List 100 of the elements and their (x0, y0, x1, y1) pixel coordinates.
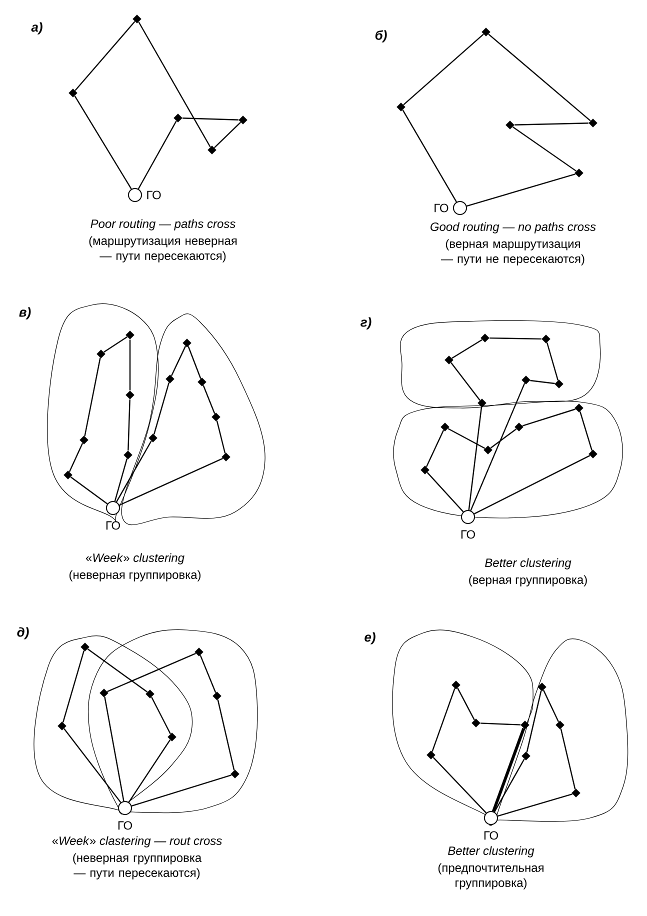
stop-diamond (126, 330, 134, 340)
route-line (132, 774, 232, 806)
route-line (470, 383, 526, 511)
route-line (580, 411, 592, 451)
stop-diamond (452, 680, 460, 690)
panel-letter: е) (364, 632, 376, 644)
stop-diamond (542, 334, 550, 344)
stop-diamond (148, 434, 158, 442)
stop-diamond (212, 692, 222, 700)
route-line (498, 793, 573, 817)
route-line (426, 472, 464, 512)
stop-diamond (126, 390, 134, 400)
route-line (74, 96, 132, 190)
stop-diamond (208, 146, 216, 154)
caption-text: Poor routing — paths cross (90, 219, 236, 230)
route-line (170, 346, 186, 376)
depot-label: ГО (147, 190, 161, 200)
stop-diamond (480, 334, 490, 342)
route-line (84, 358, 101, 436)
stop-diamond (146, 690, 154, 698)
stop-diamond (64, 470, 72, 480)
stop-diamond (58, 722, 66, 730)
panel-letter: в) (19, 307, 31, 320)
depot-label: ГО (461, 530, 475, 539)
stop-diamond (522, 376, 530, 384)
route-line (214, 122, 242, 148)
route-line (216, 420, 226, 454)
caption-text: Good routing — no paths cross (430, 222, 596, 234)
stop-diamond (238, 116, 248, 124)
route-line (182, 118, 238, 120)
route-line (490, 337, 542, 340)
route-line (104, 336, 128, 353)
route-line (450, 362, 480, 401)
route-line (74, 21, 136, 91)
panel-letter: д) (17, 627, 29, 640)
route-line (62, 650, 85, 723)
stop-diamond (230, 770, 240, 778)
route-line (116, 440, 152, 502)
route-line (104, 696, 124, 802)
stop-diamond (396, 102, 406, 112)
caption-text: «Week» clustering (86, 553, 184, 564)
stop-diamond (520, 720, 530, 730)
route-line (128, 400, 130, 450)
route-line (64, 728, 122, 803)
panel-letter: б) (375, 30, 387, 42)
stop-diamond (132, 14, 142, 24)
route-line (526, 690, 542, 752)
caption-text: (неверная группировка — пути пересекаются) (73, 853, 202, 880)
route-line (480, 722, 520, 726)
route-line (432, 756, 487, 814)
stop-diamond (482, 28, 490, 36)
route-line (512, 126, 577, 172)
panel-letter: а) (31, 22, 42, 34)
route-line (87, 648, 148, 692)
stop-diamond (478, 398, 486, 408)
stop-diamond (124, 450, 132, 460)
stop-diamond (472, 718, 480, 728)
route-line (492, 728, 526, 812)
caption-text: Better clustering (448, 846, 534, 858)
caption-text: (неверная группировка) (69, 570, 201, 582)
route-line (432, 688, 456, 752)
route-line (403, 34, 484, 106)
route-line (402, 110, 457, 202)
route-line (466, 173, 576, 207)
route-line (560, 728, 576, 790)
stop-diamond (554, 380, 564, 388)
stop-diamond (514, 422, 524, 432)
stop-diamond (68, 88, 78, 98)
route-line (151, 696, 171, 734)
stop-diamond (588, 118, 598, 128)
stop-diamond (588, 450, 598, 458)
route-line (530, 380, 555, 384)
route-line (200, 655, 216, 693)
stop-diamond (522, 752, 530, 760)
stop-diamond (506, 120, 514, 130)
route-line (138, 120, 177, 190)
caption-text: (предпочтительная группировка) (438, 863, 544, 890)
caption-text: Better clustering (485, 558, 572, 570)
route-line (188, 346, 202, 379)
depot-label: ГО (106, 521, 120, 530)
stop-diamond (420, 466, 430, 474)
route-line (68, 442, 84, 472)
route-line (128, 739, 171, 802)
stop-diamond (574, 168, 584, 178)
stop-diamond (574, 404, 584, 412)
route-line (494, 758, 525, 812)
stop-diamond (444, 356, 454, 364)
route-line (546, 342, 559, 381)
depot-label: ГО (434, 204, 448, 212)
route-line (542, 690, 560, 722)
route-line (457, 688, 475, 720)
route-line (70, 476, 108, 504)
stop-diamond (538, 682, 546, 692)
route-line (129, 340, 131, 390)
stop-diamond (222, 452, 230, 462)
stop-diamond (182, 338, 192, 348)
route-line (217, 700, 235, 770)
caption-text: «Week» clastering — rout cross (52, 836, 222, 848)
route-line (426, 430, 444, 468)
stop-diamond (194, 648, 204, 656)
